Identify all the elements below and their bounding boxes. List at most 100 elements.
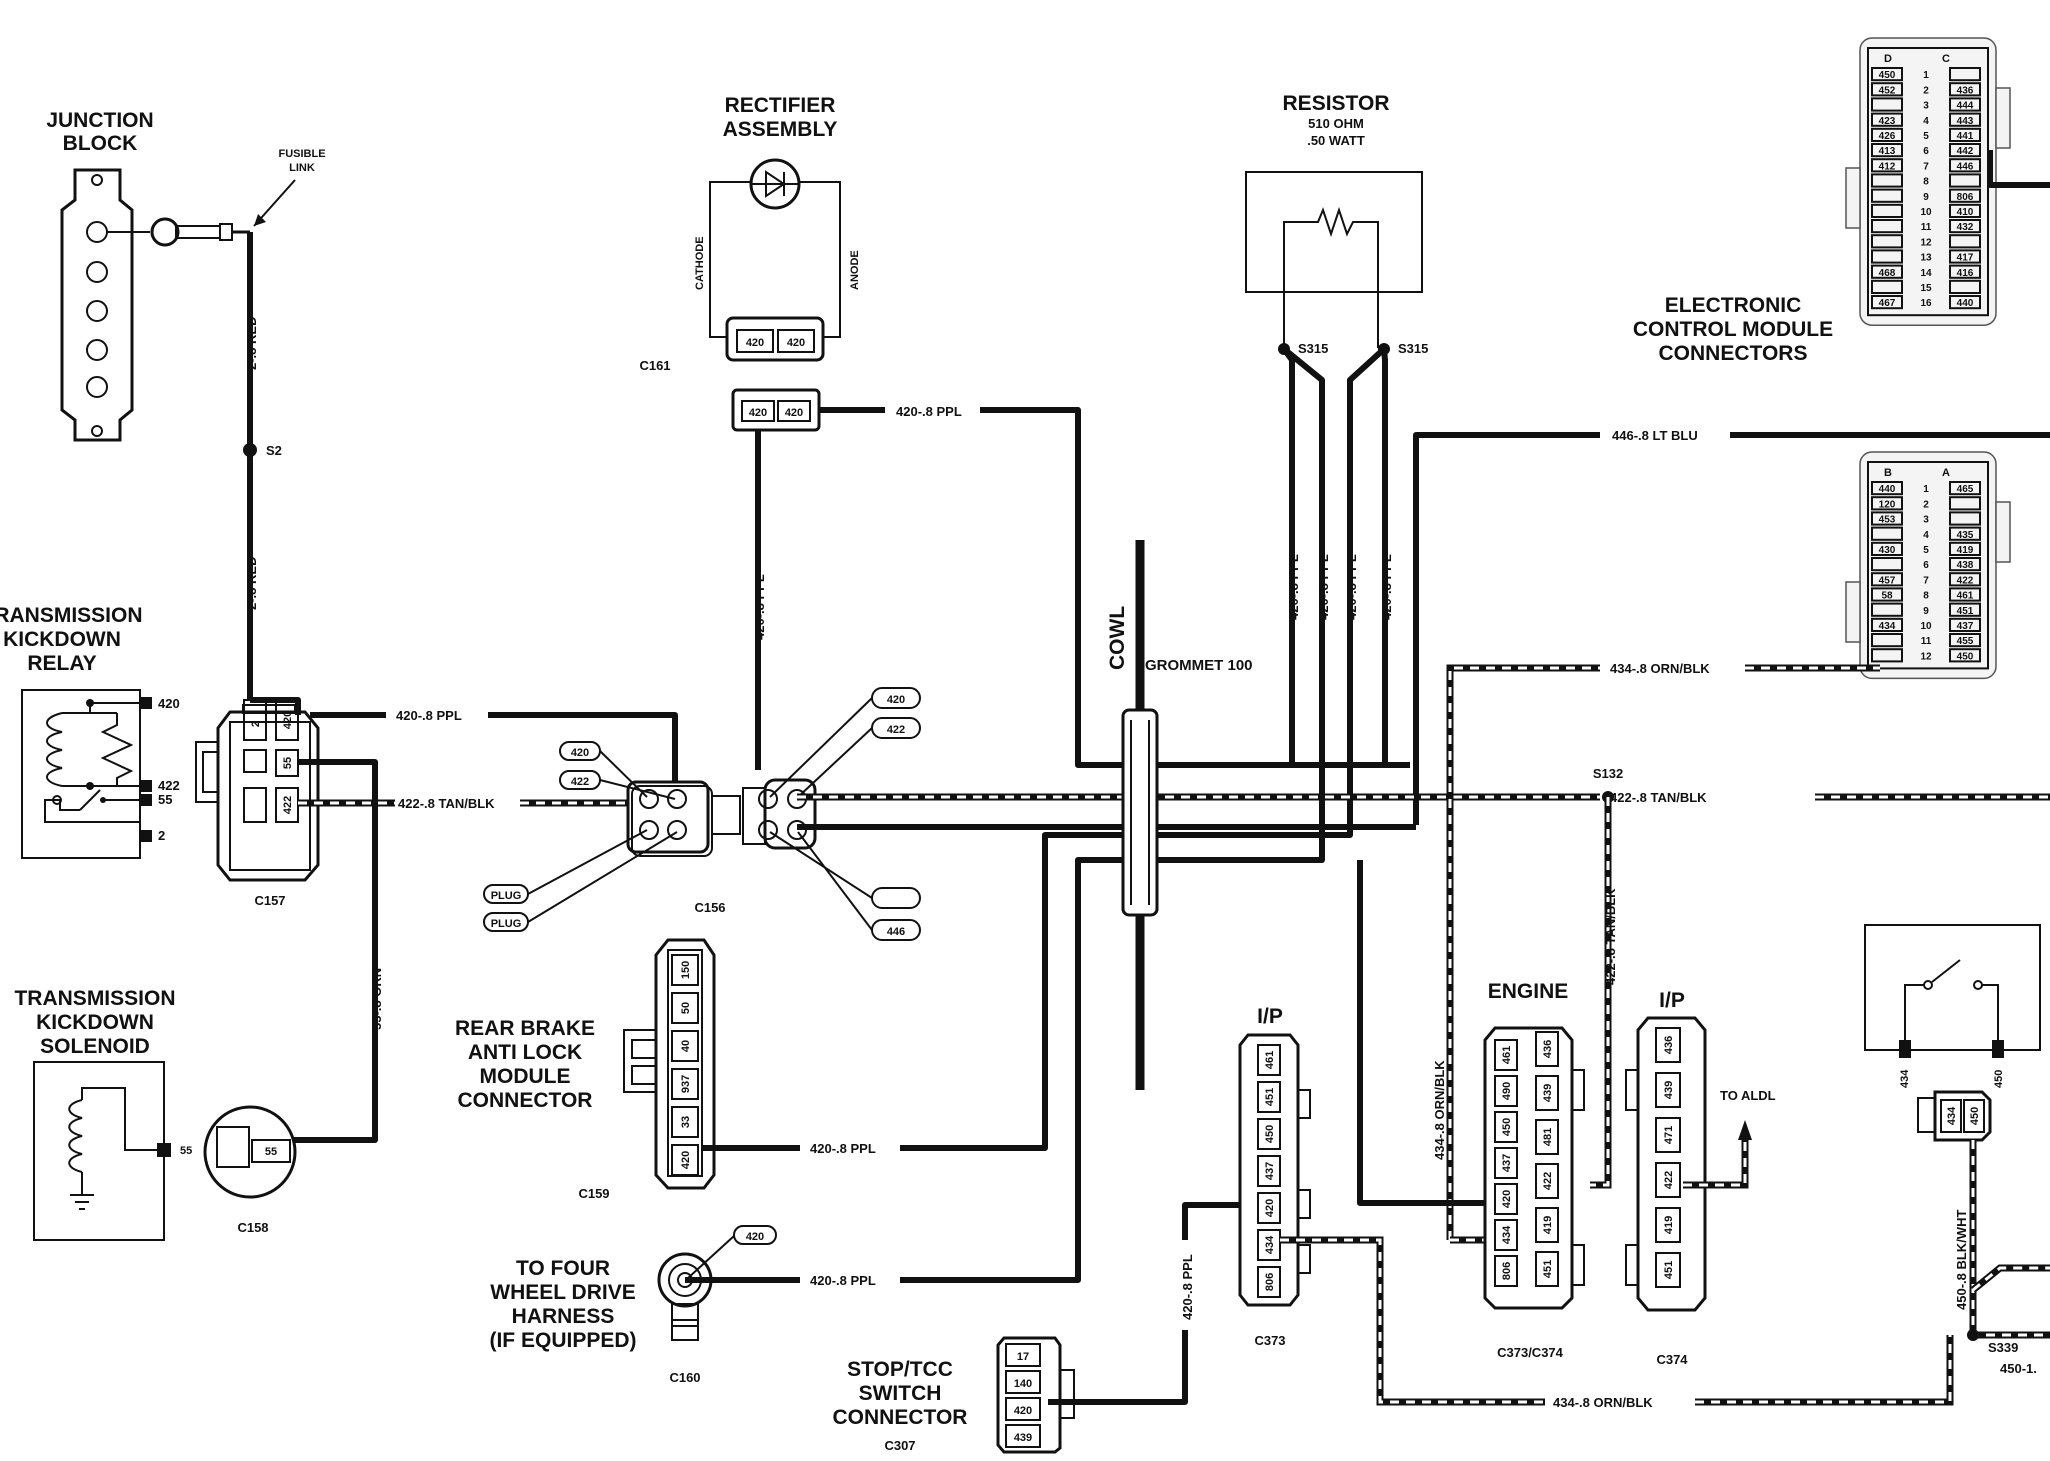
ecm-pin: 11: [1921, 222, 1932, 233]
ecm-pin: 455: [1957, 636, 1974, 647]
stop-tcc-label: CONNECTOR: [833, 1406, 968, 1429]
transmission-kickdown-relay: TRANSMISSION KICKDOWN RELAY 420 422 55 2: [0, 604, 180, 859]
c307-pin: 140: [1014, 1378, 1032, 1390]
ecm-pin: 6: [1923, 146, 1929, 157]
ecm-pin: 12: [1920, 651, 1932, 662]
wire-label-orn-blk-vert: 434-.8 ORN/BLK: [1432, 1060, 1447, 1160]
s315-right-label: S315: [1398, 341, 1428, 356]
c161-mate-pin: 420: [785, 407, 803, 419]
ecm-col-header: B: [1884, 467, 1892, 479]
anode-label: ANODE: [849, 250, 861, 290]
c373-c374-pin: 439: [1542, 1084, 1554, 1102]
c159-pin: 420: [680, 1151, 692, 1169]
ecm-pin: 9: [1923, 606, 1929, 617]
c374-pin: 451: [1663, 1261, 1675, 1279]
right-switch-box: 434 450 434 450: [1864, 924, 2041, 1142]
c158-pin: 55: [265, 1146, 277, 1158]
c156-label: C156: [694, 900, 725, 915]
c161-pin: 420: [787, 337, 805, 349]
c158-label: C158: [237, 1220, 268, 1235]
rear-brake-label: MODULE: [480, 1065, 571, 1088]
ecm-pin: 8: [1923, 591, 1929, 602]
ecm-pin: 441: [1957, 131, 1974, 142]
c373-c374-pin: 419: [1542, 1216, 1554, 1234]
four-wheel-drive-harness: TO FOUR WHEEL DRIVE HARNESS (IF EQUIPPED…: [489, 1225, 777, 1385]
junction-block-label: BLOCK: [63, 132, 138, 155]
tkd-relay-label: TRANSMISSION: [0, 604, 143, 627]
ecm-pin: 2: [1923, 499, 1929, 510]
ecm-pin: 7: [1923, 575, 1929, 586]
ecm-pin: 13: [1920, 253, 1932, 264]
wire-label-ppl-vert: 420-.8 PPL: [752, 574, 767, 640]
c157-label: C157: [254, 893, 285, 908]
callout-plug: PLUG: [491, 918, 522, 930]
c374-label: C374: [1656, 1352, 1688, 1367]
ecm-pin: 417: [1957, 253, 1974, 264]
ecm-pin: 1: [1923, 484, 1929, 495]
wire-label-orn-blk-bottom: 434-.8 ORN/BLK: [1553, 1395, 1653, 1410]
rectifier-label: RECTIFIER: [725, 94, 836, 117]
connector-c161-mate: [731, 388, 821, 432]
c159-pin: 150: [680, 961, 692, 979]
c374-pin: 422: [1663, 1171, 1675, 1189]
resistor: RESISTOR 510 OHM .50 WATT S315 S315: [1245, 92, 1428, 356]
connector-c158: 55 C158: [203, 1105, 297, 1235]
ecm-pin: 5: [1923, 545, 1929, 556]
ecm-pin: 451: [1957, 606, 1974, 617]
ecm-pin: 432: [1957, 222, 1974, 233]
ecm-pin: 465: [1957, 484, 1974, 495]
ecm-pin: 450: [1957, 651, 1974, 662]
s2-label: S2: [266, 443, 282, 458]
ecm-pin: 7: [1923, 161, 1929, 172]
ecm-col-header: A: [1942, 467, 1950, 479]
ecm-pin: 413: [1879, 146, 1896, 157]
c374-pin: 436: [1663, 1036, 1675, 1054]
ecm-pin: 15: [1920, 283, 1932, 294]
cathode-label: CATHODE: [694, 236, 706, 290]
c373-c374-pin: 422: [1542, 1172, 1554, 1190]
rear-brake-antilock-connector: REAR BRAKE ANTI LOCK MODULE CONNECTOR 15…: [455, 938, 716, 1201]
callout-422: 422: [571, 776, 589, 788]
four-wd-label: HARNESS: [512, 1305, 615, 1328]
ecm-pin: 58: [1881, 591, 1893, 602]
ecm-pin: 453: [1879, 515, 1896, 526]
ecm-pin: 457: [1879, 575, 1896, 586]
c157-pin: 420: [282, 711, 294, 729]
ecm-pin: 120: [1879, 499, 1896, 510]
mate-pin: 450: [1969, 1107, 1981, 1125]
grommet-label: GROMMET 100: [1145, 657, 1253, 674]
junction-block-label: JUNCTION: [46, 109, 153, 132]
c159-pin: 40: [680, 1040, 692, 1052]
mate-pin: 434: [1946, 1106, 1958, 1125]
c160-label: C160: [669, 1370, 700, 1385]
ip-left-label: I/P: [1257, 1005, 1283, 1028]
ecm-pin: 440: [1879, 484, 1896, 495]
callout-446: 446: [887, 926, 905, 938]
ecm-pin: 450: [1879, 70, 1896, 81]
c374-pin: 471: [1663, 1126, 1675, 1144]
tkd-relay-label: KICKDOWN: [3, 628, 121, 651]
wire-label-red-upper: 2-.8 RED: [244, 317, 259, 370]
to-aldl-label: TO ALDL: [1720, 1088, 1776, 1103]
ecm-pin: 446: [1957, 161, 1974, 172]
callout-plug: PLUG: [491, 890, 522, 902]
ecm-pin: 437: [1957, 621, 1974, 632]
rectifier-assembly: RECTIFIER ASSEMBLY CATHODE ANODE 420 420…: [639, 94, 861, 432]
c161-pin: 420: [746, 337, 764, 349]
cowl-label: COWL: [1106, 606, 1129, 670]
ecm-pin: 9: [1923, 192, 1929, 203]
c374-pin: 439: [1663, 1081, 1675, 1099]
ecm-pin: 4: [1923, 116, 1929, 127]
c157-pin: 55: [282, 757, 294, 769]
ecm-pin: 3: [1923, 101, 1929, 112]
c373-c374-pin: 490: [1501, 1082, 1513, 1100]
ecm-pin: 8: [1923, 177, 1929, 188]
c161-label: C161: [639, 358, 670, 373]
c373-pin: 806: [1264, 1273, 1276, 1291]
relay-pin-label: 422: [158, 778, 180, 793]
c373-c374-pin: 450: [1501, 1118, 1513, 1136]
c373-pin: 450: [1264, 1125, 1276, 1143]
